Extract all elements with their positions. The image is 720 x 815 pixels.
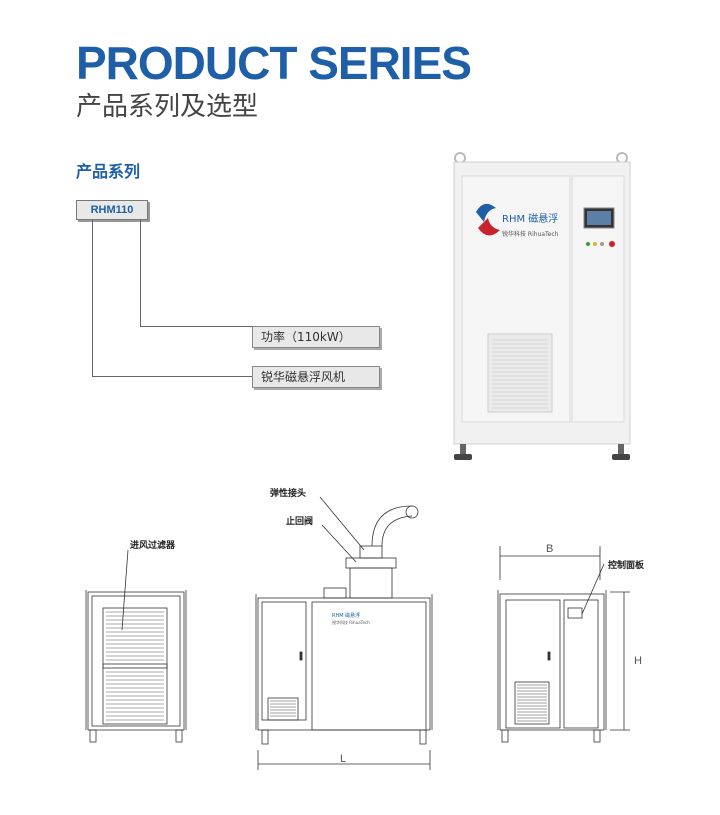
drawing-logo-text: RHM 磁悬浮 (332, 612, 360, 619)
dimension-b-label: B (546, 543, 553, 555)
photo-logo-sub: 锐华科技 RihuaTech (502, 230, 559, 238)
connector-line (92, 220, 93, 376)
connector-line (92, 376, 252, 377)
connector-line (140, 220, 141, 326)
vent-grille (487, 333, 553, 413)
section-title: 产品系列 (76, 162, 141, 181)
drawing-logo-sub: 锐华科技 RihuaTech (332, 619, 370, 625)
rhm-logo-icon (476, 203, 500, 236)
intake-filter-callout: 进风过滤器 (130, 539, 176, 551)
dimension-h-label: H (634, 655, 642, 667)
model-code-box: RHM110 (76, 200, 148, 220)
page-subtitle: 产品系列及选型 (76, 92, 259, 122)
product-name-label: 锐华磁悬浮风机 (252, 366, 380, 388)
dimension-l-label: L (340, 753, 346, 765)
product-photo: RHM 磁悬浮 锐华科技 RihuaTech (453, 152, 631, 460)
photo-logo-text: RHM 磁悬浮 (502, 212, 558, 225)
technical-drawings: 进风过滤器 弹性接头 止回阀 RHM 磁悬浮 锐华科技 RihuaTech 控制… (85, 487, 645, 770)
connector-line (140, 326, 252, 327)
page-title: PRODUCT SERIES (76, 37, 472, 89)
control-panel-callout: 控制面板 (608, 559, 645, 571)
power-label: 功率（110kW） (252, 326, 380, 348)
check-valve-callout: 止回阀 (286, 515, 313, 527)
flex-joint-callout: 弹性接头 (270, 487, 306, 499)
